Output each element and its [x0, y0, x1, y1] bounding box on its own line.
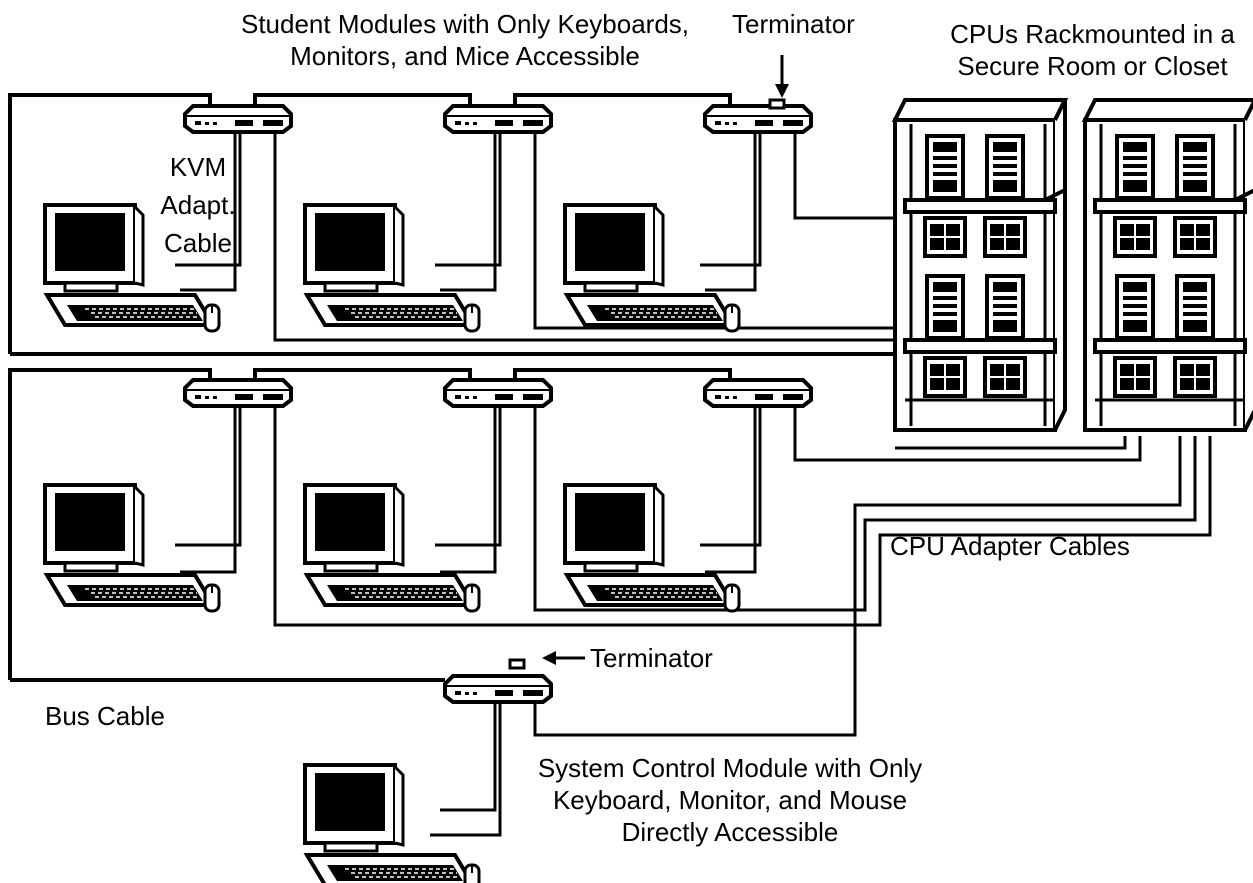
- label-line: System Control Module with Only: [537, 753, 923, 783]
- label-line: Student Modules with Only Keyboards,: [240, 9, 690, 39]
- terminator-plug: [508, 658, 526, 670]
- bus-cables: [8, 93, 895, 682]
- terminator-arrows: [542, 55, 789, 665]
- kvm-module: [703, 104, 813, 134]
- cpus-rackmounted-label: CPUs Rackmounted in a Secure Room or Clo…: [935, 18, 1250, 82]
- adapter-cables: [175, 124, 1212, 837]
- label-line: Secure Room or Closet: [957, 51, 1228, 81]
- kvm-modules: [183, 98, 813, 704]
- kvm-module: [443, 104, 553, 134]
- kvm-module: [183, 378, 293, 408]
- label-line: Cable: [164, 228, 232, 258]
- workstation: [563, 483, 741, 613]
- workstation: [43, 483, 221, 613]
- bus-cable-label: Bus Cable: [45, 701, 165, 731]
- system-control-module-label: System Control Module with Only Keyboard…: [500, 752, 960, 848]
- cpu-rack: [1085, 100, 1253, 430]
- kvm-module: [183, 104, 293, 134]
- cpu-racks: [895, 100, 1253, 430]
- label-line: Monitors, and Mice Accessible: [290, 41, 640, 71]
- workstation: [303, 203, 481, 333]
- label-line: CPUs Rackmounted in a: [950, 19, 1235, 49]
- kvm-module: [443, 378, 553, 408]
- workstation: [303, 483, 481, 613]
- cpu-adapter-cables-label: CPU Adapter Cables: [890, 531, 1130, 561]
- label-line: KVM: [169, 152, 227, 182]
- label-line: Directly Accessible: [621, 817, 839, 847]
- kvm-adapt-cable-label: KVM Adapt. Cable: [148, 148, 248, 262]
- cpu-rack: [895, 100, 1065, 430]
- system-workstation: [303, 763, 481, 883]
- terminator-bottom-label: Terminator: [590, 643, 713, 673]
- label-line: Keyboard, Monitor, and Mouse: [552, 785, 908, 815]
- kvm-module: [703, 378, 813, 408]
- workstation: [563, 203, 741, 333]
- student-modules-label: Student Modules with Only Keyboards, Mon…: [225, 8, 705, 72]
- terminator-top-label: Terminator: [732, 9, 855, 39]
- label-line: Adapt.: [160, 190, 236, 220]
- terminator-plug: [768, 98, 786, 110]
- system-kvm-module: [443, 674, 553, 704]
